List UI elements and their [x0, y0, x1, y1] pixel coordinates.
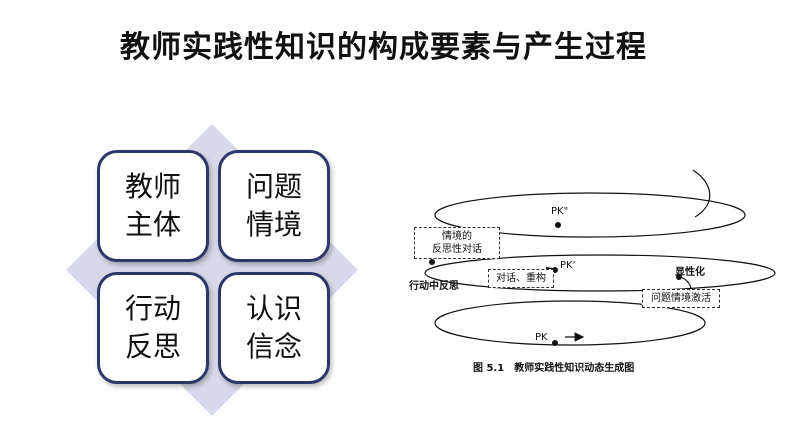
pk2-point: [555, 222, 561, 228]
spiral-loop-top: [434, 192, 746, 238]
spiral-loop-bottom: [434, 300, 706, 346]
pk2-label: PK": [551, 206, 568, 217]
knowledge-spiral-figure: PK" PK' PK 行动中反思 显性化 图 5.1 教师实践性知识动态生成图 …: [395, 165, 800, 380]
spiral-loop-middle: [424, 254, 776, 292]
quadrant-line: 认识: [245, 292, 302, 325]
page-title: 教师实践性知识的构成要素与产生过程: [120, 30, 647, 65]
reflective-dialogue-box: 情境的 反思性对话: [414, 227, 500, 259]
quadrant-cognition-belief: 认识 信念: [218, 272, 330, 384]
reflection-point: [429, 259, 435, 265]
problem-situation-box: 问题情境激活: [642, 289, 720, 308]
quadrant-line: 问题: [245, 170, 302, 203]
quadrant-line: 主体: [124, 208, 181, 241]
quadrant-problem-situation: 问题 情境: [218, 150, 330, 262]
quadrant-line: 情境: [245, 208, 302, 241]
pk1-label: PK': [560, 260, 575, 271]
spiral-upward-curve: [692, 169, 711, 218]
reflective-dialogue-line: 情境的: [442, 231, 472, 242]
figure-caption: 图 5.1 教师实践性知识动态生成图: [473, 361, 634, 374]
quadrant-teacher-subject: 教师 主体: [97, 150, 209, 262]
quadrant-line: 信念: [245, 330, 302, 363]
dialogue-reconstruct-box: 对话、重构: [488, 269, 554, 288]
quadrant-action-reflection: 行动 反思: [97, 272, 209, 384]
pk0-label: PK: [535, 332, 548, 343]
pk0-point: [552, 340, 558, 346]
reflective-dialogue-line: 反思性对话: [432, 244, 482, 255]
problem-situation-text: 问题情境激活: [651, 293, 711, 304]
reflection-in-action-label: 行动中反思: [408, 279, 459, 292]
quadrant-line: 行动: [124, 292, 181, 325]
explicitation-label: 显性化: [675, 265, 705, 278]
spiral-diagram: PK" PK' PK 行动中反思 显性化 图 5.1 教师实践性知识动态生成图: [408, 169, 776, 374]
quadrant-line: 反思: [124, 330, 181, 363]
dialogue-reconstruct-text: 对话、重构: [496, 273, 546, 284]
quadrant-line: 教师: [124, 170, 181, 203]
explicitation-point: [676, 274, 682, 280]
